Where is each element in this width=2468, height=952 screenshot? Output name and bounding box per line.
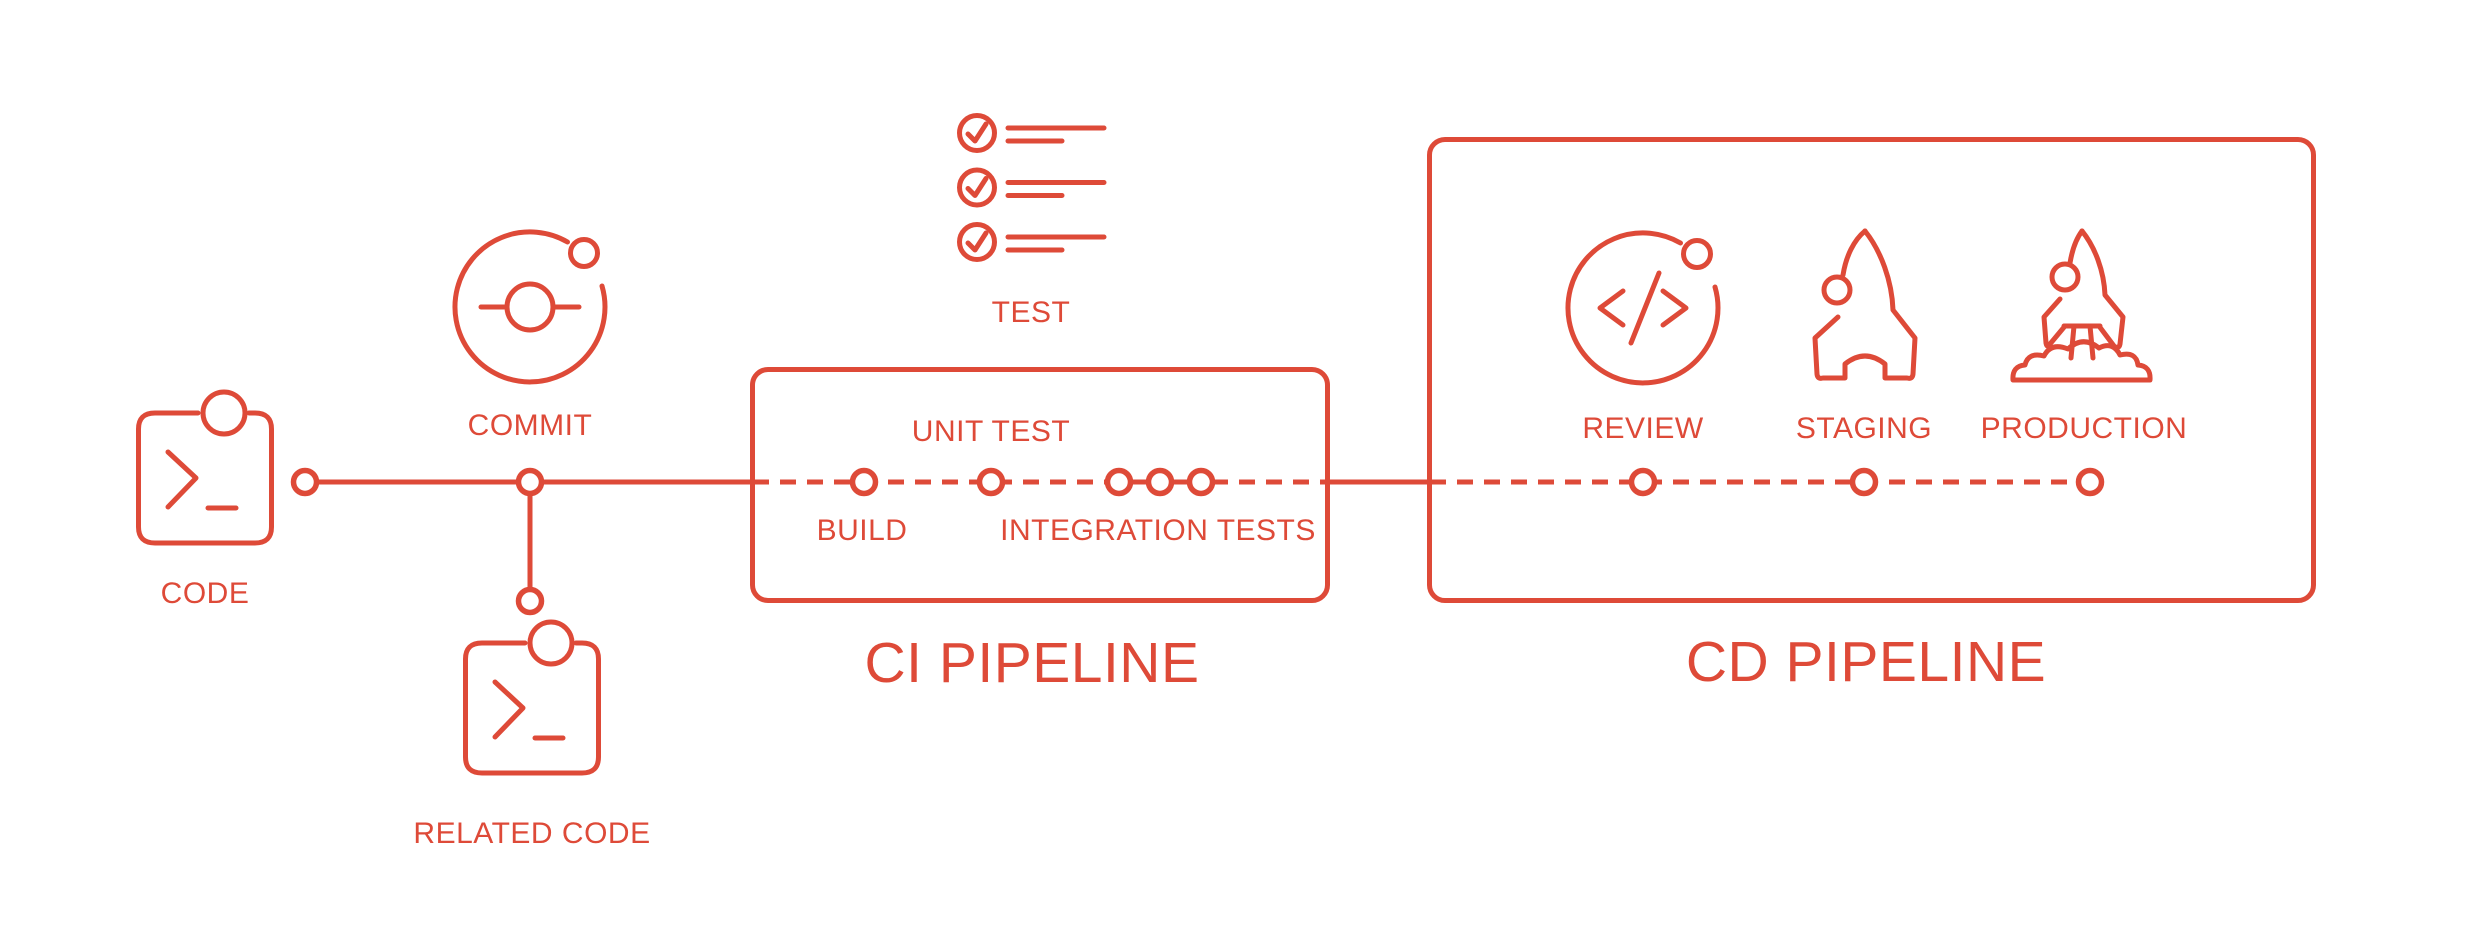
staging-label: STAGING <box>1795 412 1933 445</box>
cd-pipeline-box <box>1427 137 2316 603</box>
terminal-window-icon <box>136 389 274 546</box>
cd-pipeline-title: CD PIPELINE <box>1685 630 2047 694</box>
rocket-launch-icon <box>2010 228 2153 383</box>
ci-pipeline-title: CI PIPELINE <box>864 631 1200 695</box>
integration-tests-label: INTEGRATION TESTS <box>1000 514 1316 547</box>
commit-label: COMMIT <box>467 409 593 442</box>
review-label: REVIEW <box>1582 412 1704 445</box>
node-production <box>2075 467 2105 497</box>
build-label: BUILD <box>816 514 908 547</box>
git-commit-icon <box>452 229 608 385</box>
node-integration-3 <box>1186 467 1216 497</box>
production-label: PRODUCTION <box>1980 412 2188 445</box>
unit-test-label: UNIT TEST <box>911 415 1071 448</box>
node-related-code <box>515 586 545 616</box>
node-code <box>290 467 320 497</box>
terminal-window-icon <box>463 619 601 776</box>
node-integration-1 <box>1104 467 1134 497</box>
node-staging <box>1849 467 1879 497</box>
code-label: CODE <box>160 577 250 610</box>
node-commit-junction <box>515 467 545 497</box>
checklist-icon <box>957 113 1107 262</box>
ci-pipeline-box <box>750 367 1330 603</box>
node-unit-test <box>976 467 1006 497</box>
node-integration-2 <box>1145 467 1175 497</box>
rocket-icon <box>1812 228 1918 381</box>
node-review <box>1628 467 1658 497</box>
related-code-label: RELATED CODE <box>413 817 651 850</box>
node-build <box>849 467 879 497</box>
code-review-icon <box>1565 230 1721 386</box>
test-label: TEST <box>991 296 1071 329</box>
